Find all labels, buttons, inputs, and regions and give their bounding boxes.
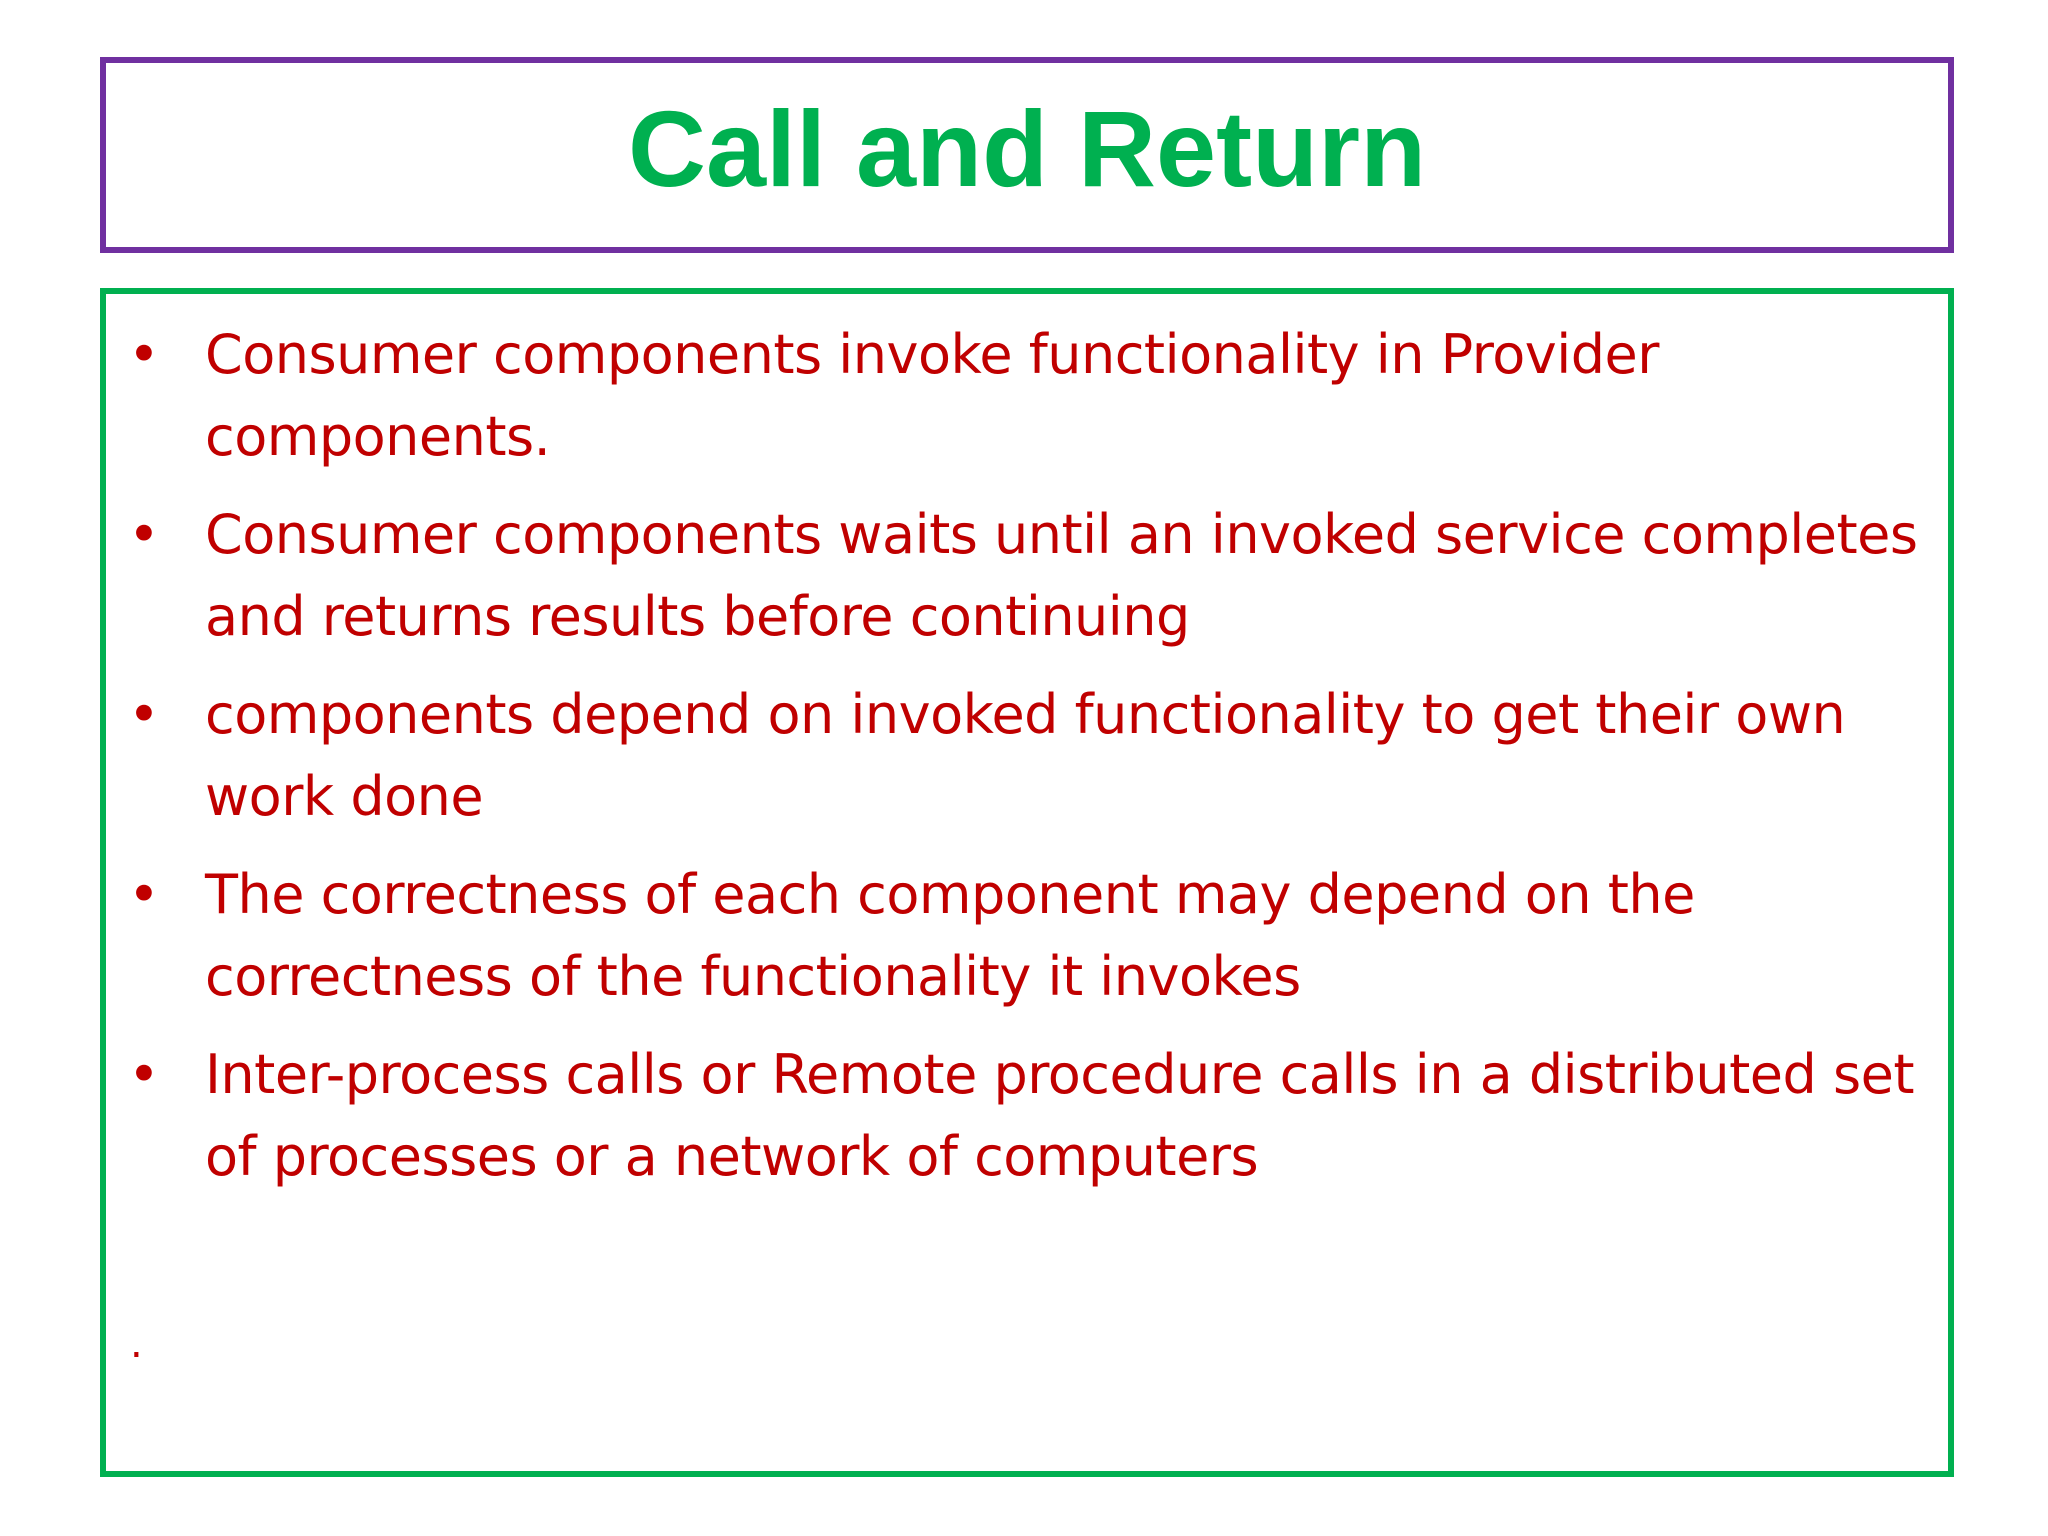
bullet-item: • The correctness of each component may … (128, 854, 1938, 1018)
bullet-item: • Consumer components waits until an inv… (128, 494, 1938, 658)
title-box: Call and Return (100, 57, 1954, 253)
bullet-text: Inter-process calls or Remote procedure … (205, 1043, 1915, 1188)
bullet-item: • Inter-process calls or Remote procedur… (128, 1034, 1938, 1198)
bullet-icon: • (128, 683, 160, 746)
bullet-text: Consumer components waits until an invok… (205, 503, 1918, 648)
bullet-text: Consumer components invoke functionality… (205, 323, 1659, 468)
content-box: • Consumer components invoke functionali… (100, 288, 1954, 1477)
trailing-mark: . (130, 1321, 143, 1367)
bullet-icon: • (128, 503, 160, 566)
bullet-icon: • (128, 863, 160, 926)
bullet-list: • Consumer components invoke functionali… (128, 314, 1938, 1214)
bullet-icon: • (128, 323, 160, 386)
bullet-text: components depend on invoked functionali… (205, 683, 1846, 828)
bullet-text: The correctness of each component may de… (205, 863, 1695, 1008)
bullet-item: • components depend on invoked functiona… (128, 674, 1938, 838)
slide-title: Call and Return (627, 88, 1427, 209)
bullet-icon: • (128, 1043, 160, 1106)
bullet-item: • Consumer components invoke functionali… (128, 314, 1938, 478)
